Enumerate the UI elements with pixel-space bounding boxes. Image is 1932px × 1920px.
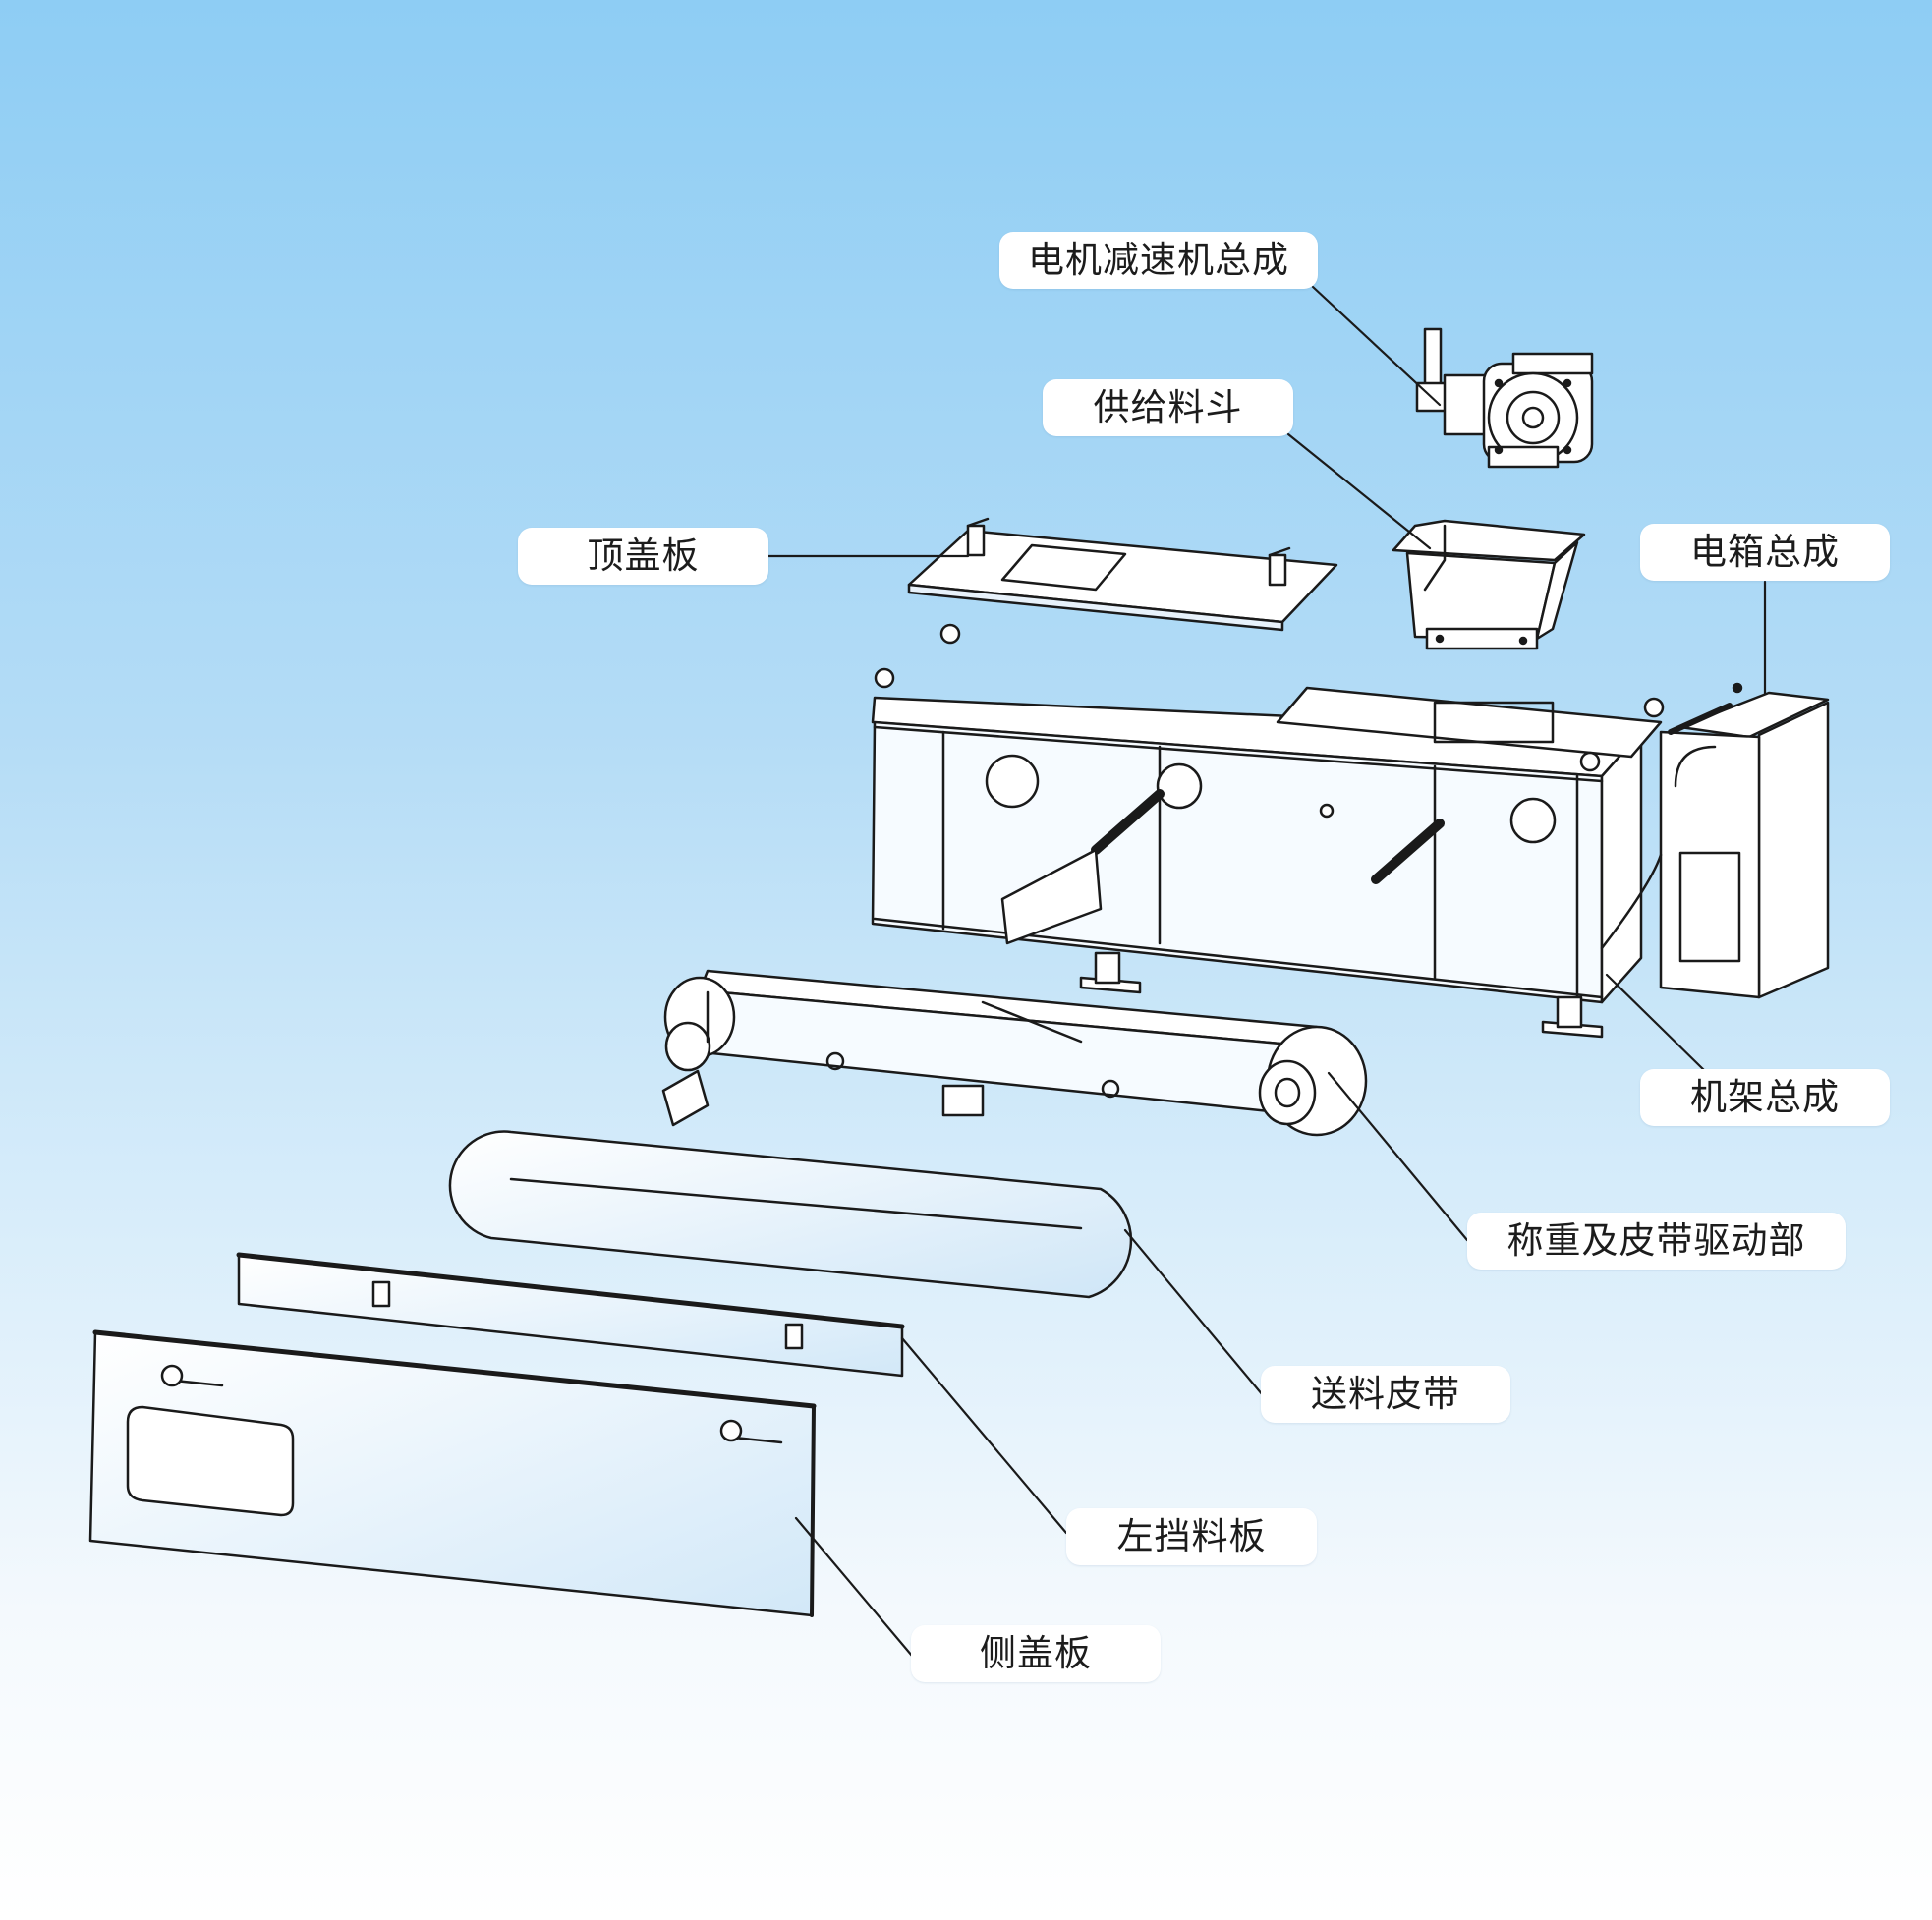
label-electric-box: 电箱总成 <box>1640 524 1890 581</box>
label-hopper: 供给料斗 <box>1043 379 1293 436</box>
leader-lines <box>767 285 1767 1658</box>
electric-box-part <box>1600 682 1830 999</box>
label-belt: 送料皮带 <box>1261 1366 1510 1423</box>
label-left-guard: 左挡料板 <box>1066 1508 1317 1565</box>
weighing-drive-part <box>661 969 1368 1137</box>
label-top-cover: 顶盖板 <box>518 528 768 585</box>
hopper-part <box>1392 519 1586 650</box>
label-weighing-drive: 称重及皮带驱动部 <box>1467 1213 1846 1270</box>
top-cover-part <box>907 517 1338 632</box>
frame-part <box>871 623 1665 1039</box>
side-cover-part <box>88 1329 817 1617</box>
left-guard-part <box>236 1252 905 1378</box>
label-frame: 机架总成 <box>1640 1069 1890 1126</box>
label-side-cover: 侧盖板 <box>911 1625 1161 1682</box>
motor-reducer-part <box>1415 327 1594 469</box>
label-motor-reducer: 电机减速机总成 <box>999 232 1318 289</box>
belt-part <box>448 1130 1133 1299</box>
